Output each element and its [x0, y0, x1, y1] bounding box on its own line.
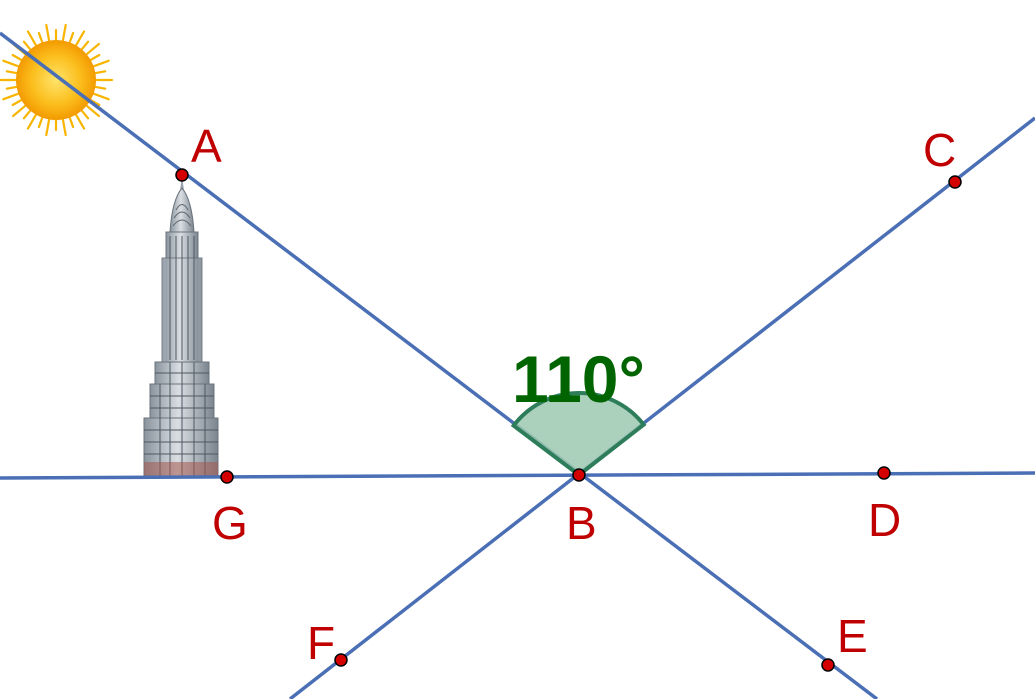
diagram-lines [0, 31, 1035, 699]
label-d: D [868, 494, 901, 546]
label-e: E [837, 610, 868, 662]
point-b [572, 468, 586, 482]
line-ae [0, 31, 879, 699]
label-g: G [212, 497, 248, 549]
label-f: F [307, 617, 335, 669]
label-a: A [191, 120, 222, 172]
point-a [175, 168, 189, 182]
diagram-points [175, 168, 962, 672]
sun-icon [0, 23, 114, 137]
label-c: C [923, 124, 956, 176]
line-fc [288, 116, 1035, 699]
point-g [220, 470, 234, 484]
skyscraper-icon [143, 176, 219, 477]
point-c [948, 175, 962, 189]
label-b: B [566, 497, 597, 549]
angle-arc-110 [510, 391, 647, 478]
point-e [821, 658, 835, 672]
point-d [877, 466, 891, 480]
point-f [334, 653, 348, 667]
angle-label: 110° [512, 342, 645, 416]
line-gd [0, 471, 1035, 480]
